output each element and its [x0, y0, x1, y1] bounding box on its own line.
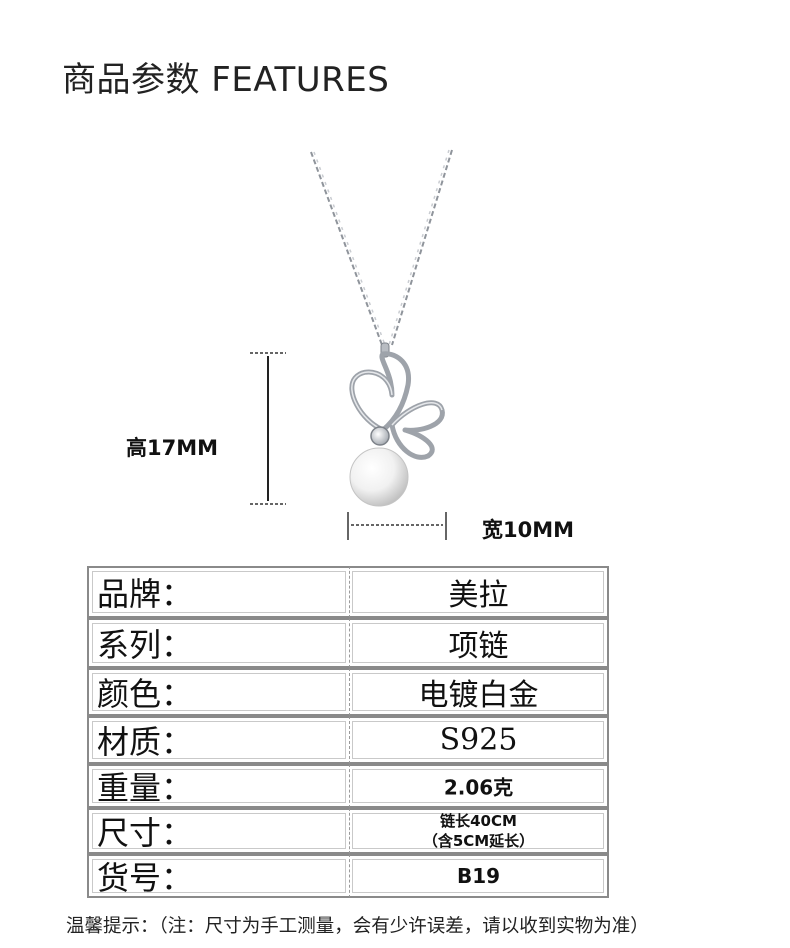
- height-dimension-label: 高17MM: [126, 436, 219, 460]
- height-dimension-line: [250, 352, 286, 505]
- spec-label: 颜色：: [97, 675, 194, 713]
- chain-left: [310, 151, 386, 346]
- footer-note: 温馨提示：（注：尺寸为手工测量，会有少许误差，请以收到实物为准）: [66, 916, 649, 937]
- spec-value: S925: [439, 722, 518, 758]
- pearl: [349, 447, 409, 507]
- spec-row-color: 颜色： 电镀白金: [87, 668, 609, 716]
- spec-row-sku: 货号： B19: [87, 854, 609, 898]
- spec-value: 美拉: [448, 578, 509, 613]
- crystal-stone: [370, 426, 390, 446]
- spec-value-line1: 链长40CM: [440, 812, 517, 830]
- spec-label: 尺寸：: [97, 814, 194, 852]
- spec-row-size: 尺寸： 链长40CM （含5CM延长）: [87, 808, 609, 854]
- spec-value: 电镀白金: [418, 678, 539, 713]
- spec-label: 材质：: [97, 723, 194, 761]
- butterfly-pendant: [349, 351, 445, 460]
- spec-label: 货号：: [97, 859, 194, 897]
- spec-row-material: 材质： S925: [87, 716, 609, 764]
- page-title: 商品参数 FEATURES: [62, 60, 390, 100]
- spec-row-series: 系列： 项链: [87, 618, 609, 668]
- necklace-product-image: [250, 149, 453, 540]
- width-dimension-line: [347, 512, 447, 540]
- spec-value: 项链: [448, 629, 509, 664]
- spec-value: 2.06克: [443, 775, 514, 800]
- spec-value: B19: [456, 864, 501, 888]
- spec-value-line2: （含5CM延长）: [422, 832, 535, 850]
- spec-label: 品牌：: [97, 575, 194, 613]
- chain-right: [388, 149, 453, 346]
- spec-label: 重量：: [97, 769, 194, 807]
- spec-table: 品牌： 美拉 系列： 项链 颜色： 电镀白金 材质： S925 重量： 2.06…: [87, 566, 609, 898]
- spec-row-weight: 重量： 2.06克: [87, 764, 609, 808]
- width-dimension-label: 宽10MM: [482, 518, 575, 542]
- spec-row-brand: 品牌： 美拉: [87, 566, 609, 618]
- spec-label: 系列：: [97, 626, 194, 664]
